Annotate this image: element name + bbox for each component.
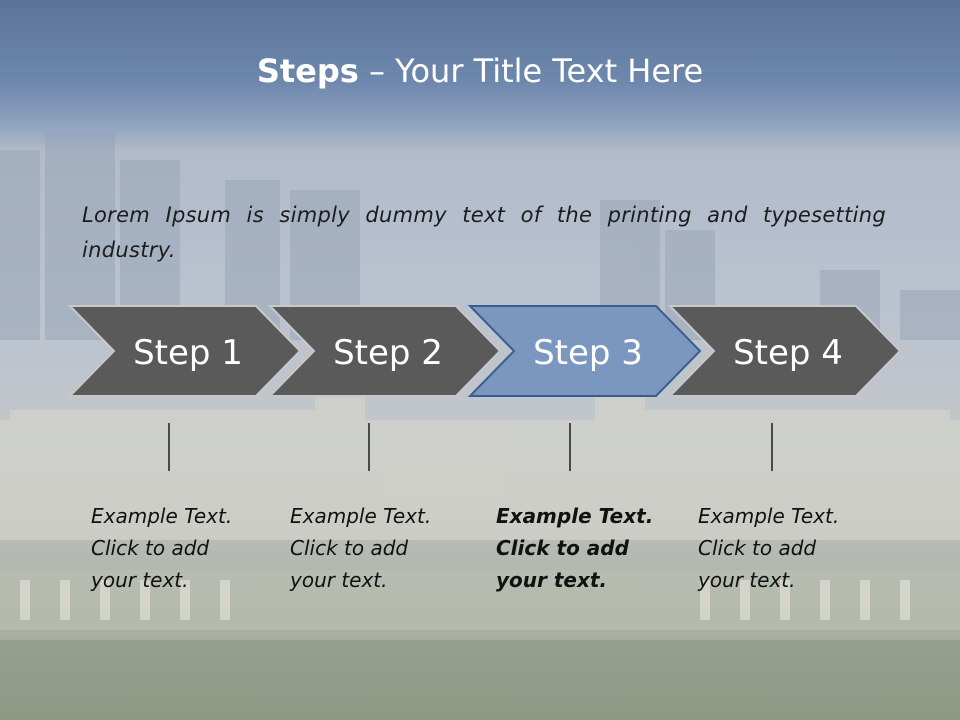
- slide-title[interactable]: Steps – Your Title Text Here: [0, 52, 960, 90]
- step-1-chevron[interactable]: [67, 305, 302, 397]
- step-2-connector: [368, 423, 370, 471]
- step-3-label: Step 3: [533, 333, 643, 373]
- step-2-label: Step 2: [333, 333, 443, 373]
- title-bold: Steps: [256, 52, 359, 90]
- step-2-chevron[interactable]: [267, 305, 502, 397]
- step-3-chevron[interactable]: [467, 305, 702, 397]
- step-1-label: Step 1: [133, 333, 243, 373]
- intro-text[interactable]: Lorem Ipsum is simply dummy text of the …: [82, 203, 886, 262]
- title-rest: – Your Title Text Here: [358, 52, 704, 90]
- step-4-description[interactable]: Example Text. Click to add your text.: [698, 504, 840, 592]
- step-4-chevron[interactable]: [667, 305, 902, 397]
- step-4-connector: [771, 423, 773, 471]
- step-1-description[interactable]: Example Text. Click to add your text.: [91, 504, 233, 592]
- step-3-description[interactable]: Example Text. Click to add your text.: [496, 504, 654, 592]
- step-2-description[interactable]: Example Text. Click to add your text.: [290, 504, 432, 592]
- title-band: [0, 0, 960, 150]
- step-3-connector: [569, 423, 571, 471]
- step-1-connector: [168, 423, 170, 471]
- step-4-label: Step 4: [733, 333, 843, 373]
